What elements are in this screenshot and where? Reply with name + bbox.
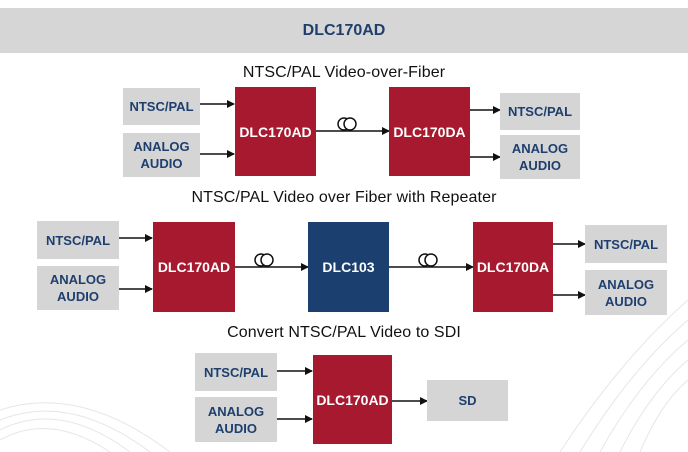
fiber-coil-icon — [337, 117, 357, 131]
s3-input-audio: ANALOG AUDIO — [195, 397, 277, 442]
s2-repeater-dlc103: DLC103 — [308, 222, 389, 312]
section-1-title: NTSC/PAL Video-over-Fiber — [242, 64, 446, 81]
s1-output-audio: ANALOG AUDIO — [500, 135, 580, 179]
s2-encoder-dlc170ad: DLC170AD — [153, 222, 235, 312]
s2-input-video: NTSC/PAL — [37, 221, 119, 259]
s3-input-video: NTSC/PAL — [195, 353, 277, 391]
s1-decoder-dlc170da: DLC170DA — [389, 87, 470, 176]
s2-input-audio: ANALOG AUDIO — [37, 266, 119, 310]
s2-decoder-dlc170da: DLC170DA — [473, 222, 553, 312]
s3-output-sd: SD — [427, 380, 508, 421]
fiber-coil-icon — [418, 253, 438, 267]
section-3-title: Convert NTSC/PAL Video to SDI — [227, 324, 461, 341]
s1-encoder-dlc170ad: DLC170AD — [235, 87, 316, 176]
header-title: DLC170AD — [302, 21, 386, 39]
s1-output-video: NTSC/PAL — [500, 93, 580, 130]
s2-output-video: NTSC/PAL — [585, 225, 667, 263]
s3-encoder-dlc170ad: DLC170AD — [313, 355, 392, 444]
fiber-coil-icon — [254, 253, 274, 267]
s1-input-audio: ANALOG AUDIO — [123, 133, 200, 177]
s2-output-audio: ANALOG AUDIO — [585, 270, 667, 315]
section-2-title: NTSC/PAL Video over Fiber with Repeater — [191, 189, 497, 206]
s1-input-video: NTSC/PAL — [123, 88, 200, 125]
page-header: DLC170AD — [0, 8, 688, 53]
